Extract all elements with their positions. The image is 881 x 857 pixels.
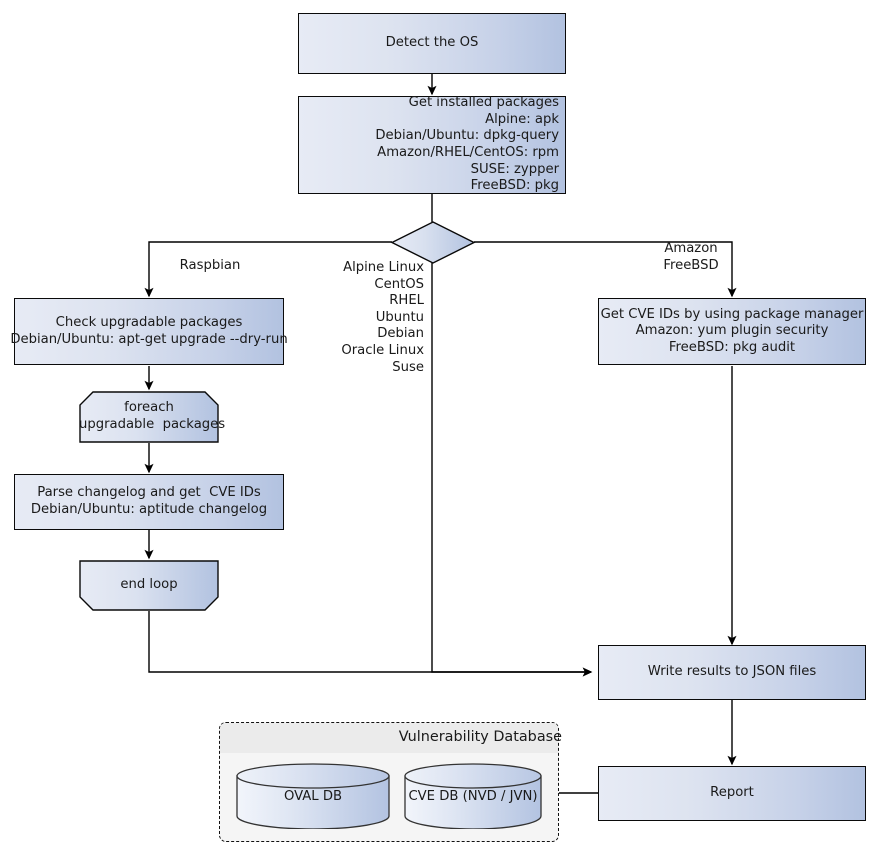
loop-start-shape xyxy=(79,391,219,443)
db-cylinder-cve-label: CVE DB (NVD / JVN) xyxy=(408,789,538,804)
node-check-upgradable-packages-label: Check upgradable packages Debian/Ubuntu:… xyxy=(10,314,288,347)
node-write-results[interactable]: Write results to JSON files xyxy=(598,645,866,700)
node-write-results-label: Write results to JSON files xyxy=(647,664,817,680)
node-foreach-loop-start[interactable]: foreach upgradable packages xyxy=(79,391,226,443)
node-detect-the-os-label: Detect the OS xyxy=(385,35,479,51)
node-report[interactable]: Report xyxy=(598,766,866,821)
db-cylinder-oval-label: OVAL DB xyxy=(283,789,343,804)
edge-label-middle-distros: Alpine Linux CentOS RHEL Ubuntu Debian O… xyxy=(341,260,424,375)
node-end-loop[interactable]: end loop xyxy=(79,560,219,611)
group-vulnerability-database: Vulnerability Database xyxy=(219,722,562,842)
group-title-vulnerability-database: Vulnerability Database xyxy=(398,729,562,745)
node-get-installed-packages[interactable]: Get installed packages Alpine: apk Debia… xyxy=(298,95,566,194)
node-get-installed-packages-label: Get installed packages Alpine: apk Debia… xyxy=(375,95,559,194)
decision-diamond-shape xyxy=(390,221,476,264)
edge-decision-middle-to-write xyxy=(431,262,593,677)
edge-decision-raspbian xyxy=(144,241,392,298)
group-header-band xyxy=(220,723,558,753)
node-report-label: Report xyxy=(710,785,754,801)
node-detect-the-os[interactable]: Detect the OS xyxy=(298,13,566,74)
edge-label-amazon-freebsd: Amazon FreeBSD xyxy=(663,241,719,273)
node-parse-changelog-label: Parse changelog and get CVE IDs Debian/U… xyxy=(30,485,268,517)
node-end-loop-label: end loop xyxy=(120,577,178,593)
node-parse-changelog[interactable]: Parse changelog and get CVE IDs Debian/U… xyxy=(14,474,284,530)
node-get-cve-ids[interactable]: Get CVE IDs by using package manager Ama… xyxy=(598,298,866,365)
edge-label-raspbian: Raspbian xyxy=(179,258,241,273)
edge-endloop-to-write xyxy=(148,611,593,677)
node-get-cve-ids-label: Get CVE IDs by using package manager Ama… xyxy=(600,306,864,355)
loop-end-shape xyxy=(79,560,219,611)
db-cylinder-cve[interactable]: CVE DB (NVD / JVN) xyxy=(403,763,543,830)
node-os-decision[interactable] xyxy=(390,220,476,265)
db-cylinder-oval[interactable]: OVAL DB xyxy=(235,763,391,830)
edge-decision-amazon-freebsd xyxy=(474,241,737,298)
node-check-upgradable-packages[interactable]: Check upgradable packages Debian/Ubuntu:… xyxy=(10,298,288,365)
node-foreach-loop-start-label: foreach upgradable packages xyxy=(79,400,226,432)
